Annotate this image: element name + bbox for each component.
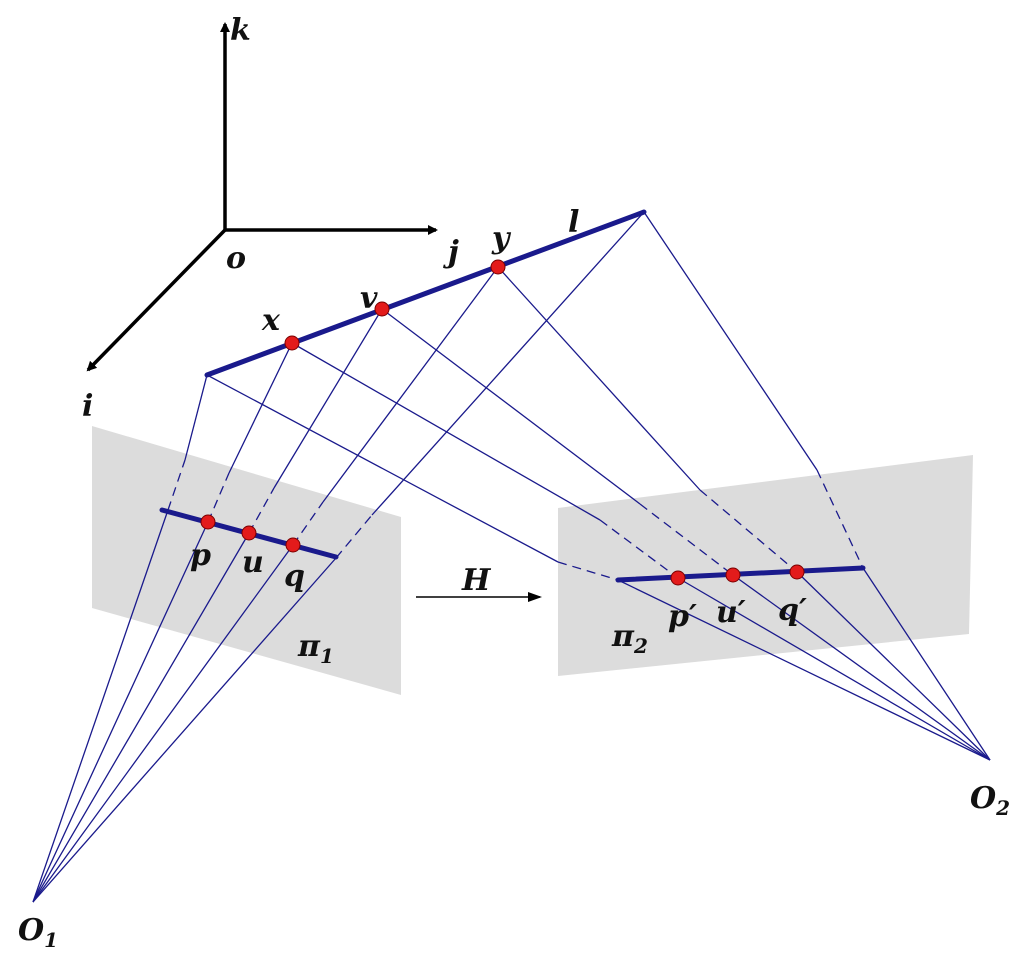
- ray-o1-a-solid: [32, 509, 169, 903]
- plane-pi1: [92, 426, 401, 695]
- ray-o2-y-dashed: [699, 489, 798, 573]
- ray-o1-a-upper: [184, 374, 208, 461]
- ray-o2-v-upper: [381, 308, 641, 505]
- ray-o2-y-solid: [796, 571, 991, 761]
- ray-o2-x-upper: [291, 342, 601, 521]
- label-u: u: [242, 545, 264, 580]
- label-l: l: [568, 205, 579, 240]
- ray-o1-y-solid: [32, 544, 294, 903]
- point-p: [200, 514, 216, 530]
- label-q: q: [284, 559, 305, 594]
- ray-o2-b-dashed: [816, 469, 864, 569]
- coordinate-axes: [86, 22, 438, 372]
- axis-i: [86, 228, 227, 372]
- label-y: y: [491, 221, 512, 256]
- ray-o2-v-solid: [732, 574, 991, 761]
- ray-o1-a-dashed: [167, 459, 186, 511]
- ray-o1-b-solid: [32, 557, 337, 903]
- ray-o2-x-solid: [677, 577, 991, 761]
- ray-o1-v-solid: [32, 532, 250, 903]
- label-v: v: [360, 281, 378, 316]
- label-x: x: [261, 303, 281, 338]
- point-p-prime: [670, 570, 686, 586]
- point-v: [374, 301, 390, 317]
- plane-pi2: [558, 455, 973, 676]
- line-l: [204, 209, 647, 378]
- label-O2: O2: [970, 781, 1010, 820]
- ray-o2-b-solid: [862, 567, 991, 761]
- ray-o2-y-upper: [497, 266, 701, 491]
- label-u-prime: u′: [716, 595, 746, 630]
- ray-o2-a-upper: [206, 374, 559, 563]
- image-line-pi2: [615, 565, 866, 583]
- label-pi1: π1: [297, 629, 334, 668]
- ray-o2-b-upper: [643, 211, 818, 471]
- rays-o1: [32, 211, 645, 903]
- ray-o2-a-dashed: [557, 561, 619, 581]
- ray-o2-x-dashed: [599, 519, 679, 579]
- label-p-prime: p′: [668, 599, 697, 634]
- rays-o2: [206, 211, 991, 761]
- ray-o2-a-solid: [617, 579, 991, 761]
- ray-o1-v-upper: [273, 308, 383, 489]
- point-q-prime: [789, 564, 805, 580]
- ray-o1-y-upper: [322, 266, 499, 503]
- points: [200, 259, 805, 586]
- label-O1: O1: [18, 913, 58, 952]
- ray-o1-y-dashed: [292, 501, 324, 546]
- ray-o1-x-solid: [32, 521, 209, 903]
- ray-o1-v-dashed: [248, 487, 275, 534]
- label-i: i: [82, 389, 93, 424]
- ray-o1-x-upper: [228, 342, 293, 474]
- label-q-prime: q′: [778, 593, 807, 628]
- point-u: [241, 525, 257, 541]
- point-y: [490, 259, 506, 275]
- ray-o2-v-dashed: [639, 503, 734, 576]
- point-q: [285, 537, 301, 553]
- ray-o1-b-dashed: [335, 514, 373, 559]
- point-u-prime: [725, 567, 741, 583]
- label-pi2: π2: [611, 619, 648, 658]
- label-p: p: [190, 538, 211, 573]
- label-k: k: [230, 13, 251, 48]
- label-o: o: [226, 241, 246, 276]
- label-j: j: [443, 235, 459, 270]
- ray-o1-x-dashed: [207, 472, 230, 523]
- ray-o1-b-upper: [371, 211, 645, 516]
- point-x: [284, 335, 300, 351]
- label-H: H: [461, 563, 492, 598]
